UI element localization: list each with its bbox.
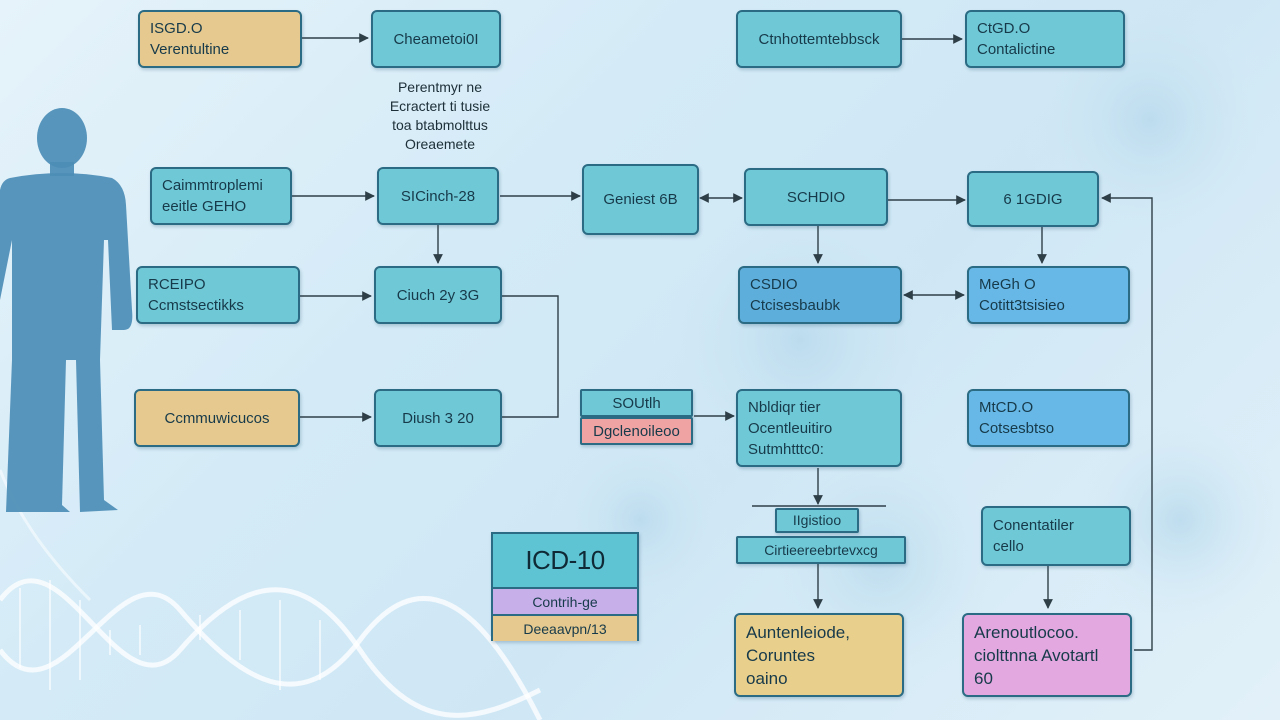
node-ciuch-2y-3g[interactable]: Ciuch 2y 3G	[374, 266, 502, 324]
icd-10-row-1: Contrih-ge	[493, 589, 637, 616]
node-dgclenoileoo[interactable]: Dgclenoileoo	[580, 417, 693, 445]
node-text: Caimmtroplemi	[162, 177, 263, 194]
node-text: Cirtieereebrtevxcg	[764, 541, 878, 558]
node-text: Coruntes	[746, 645, 815, 665]
node-text: Ccmstsectikks	[148, 297, 244, 314]
node-text: Contalictine	[977, 41, 1056, 58]
node-text: CtGD.O	[977, 20, 1031, 37]
node-text: SCHDIO	[786, 188, 846, 206]
node-text: oaino	[746, 668, 788, 688]
node-text: SICinch-28	[400, 187, 476, 205]
annotation-text: Perentmyr ne Ecractert ti tusie toa btab…	[389, 79, 491, 152]
node-cirtieereebrtevxcg[interactable]: Cirtieereebrtevxcg	[736, 536, 906, 564]
node-text: Ctnhottemtebbsck	[758, 30, 880, 48]
node-text: Cotitt3tsisieo	[979, 297, 1065, 314]
node-diush-3-20[interactable]: Diush 3 20	[374, 389, 502, 447]
node-text: Geniest 6B	[603, 191, 678, 208]
node-south[interactable]: SOUtlh	[580, 389, 693, 417]
node-text: Cotsesbtso	[979, 420, 1055, 437]
node-rceipo[interactable]: RCEIPO Ccmstsectikks	[136, 266, 300, 324]
node-text: IIgistioo	[792, 512, 842, 528]
node-caimmtroplemi[interactable]: Caimmtroplemi eeitle GEHO	[150, 167, 292, 225]
node-text: Nbldiqr tier	[748, 398, 821, 416]
node-6-1gdig[interactable]: 6 1GDIG	[967, 171, 1099, 227]
icd-10-title: ICD-10	[493, 534, 637, 589]
node-megh-o[interactable]: MeGh O Cotitt3tsisieo	[967, 266, 1130, 324]
node-isgd-verentultine[interactable]: ISGD.O Verentultine	[138, 10, 302, 68]
node-ccmmuwicucos[interactable]: Ccmmuwicucos	[134, 389, 300, 447]
node-text: ISGD.O	[150, 20, 203, 37]
node-schdio[interactable]: SCHDIO	[744, 168, 888, 226]
node-text: 6 1GDIG	[1003, 190, 1063, 208]
node-text: Ocentleuitiro	[748, 419, 833, 437]
node-text: Cheametoi0I	[393, 30, 479, 48]
icd-10-row-2: Deeaavpn/13	[493, 616, 637, 641]
background-cells	[550, 0, 1280, 690]
node-csdio[interactable]: CSDIO Ctcisesbaubk	[738, 266, 902, 324]
node-text: Diush 3 20	[402, 409, 474, 427]
node-text: Auntenleiode,	[746, 622, 850, 642]
human-figure-icon	[0, 108, 133, 512]
node-ctnhottemtebbsck[interactable]: Ctnhottemtebbsck	[736, 10, 902, 68]
node-text: ciolttnna Avotartl	[974, 645, 1099, 665]
node-text: eeitle GEHO	[162, 198, 247, 215]
node-text: Ccmmuwicucos	[164, 409, 270, 427]
node-cheametoi[interactable]: Cheametoi0I	[371, 10, 501, 68]
node-arenoutlocoo[interactable]: Arenoutlocoo. ciolttnna Avotartl 60	[962, 613, 1132, 697]
node-text: CSDIO	[750, 276, 798, 293]
node-geniest-6b[interactable]: Geniest 6B	[582, 164, 699, 235]
node-conentatiler[interactable]: Conentatiler cello	[981, 506, 1131, 566]
node-text: MeGh O	[979, 276, 1036, 293]
node-text: Ciuch 2y 3G	[396, 286, 480, 304]
node-text: Sutmhtttc0:	[748, 440, 824, 458]
node-auntenleiode[interactable]: Auntenleiode, Coruntes oaino	[734, 613, 904, 697]
node-text: Arenoutlocoo.	[974, 622, 1079, 642]
node-text: Conentatiler	[993, 517, 1074, 534]
node-text: MtCD.O	[979, 399, 1034, 416]
node-text: cello	[993, 538, 1024, 555]
node-text: RCEIPO	[148, 276, 206, 293]
node-text: Ctcisesbaubk	[750, 297, 841, 314]
dna-helix	[0, 469, 543, 720]
node-ctgd-contalictine[interactable]: CtGD.O Contalictine	[965, 10, 1125, 68]
node-text: SOUtlh	[612, 394, 661, 412]
node-sicinch-28[interactable]: SICinch-28	[377, 167, 499, 225]
node-iigistioo[interactable]: IIgistioo	[775, 508, 859, 533]
icd-10-box[interactable]: ICD-10 Contrih-ge Deeaavpn/13	[491, 532, 639, 641]
node-text: 60	[974, 668, 993, 688]
node-mtcd-o[interactable]: MtCD.O Cotsesbtso	[967, 389, 1130, 447]
node-nbldiqr-tier[interactable]: Nbldiqr tier Ocentleuitiro Sutmhtttc0:	[736, 389, 902, 467]
node-text: Dgclenoileoo	[593, 422, 680, 440]
node-text: Verentultine	[150, 41, 230, 58]
